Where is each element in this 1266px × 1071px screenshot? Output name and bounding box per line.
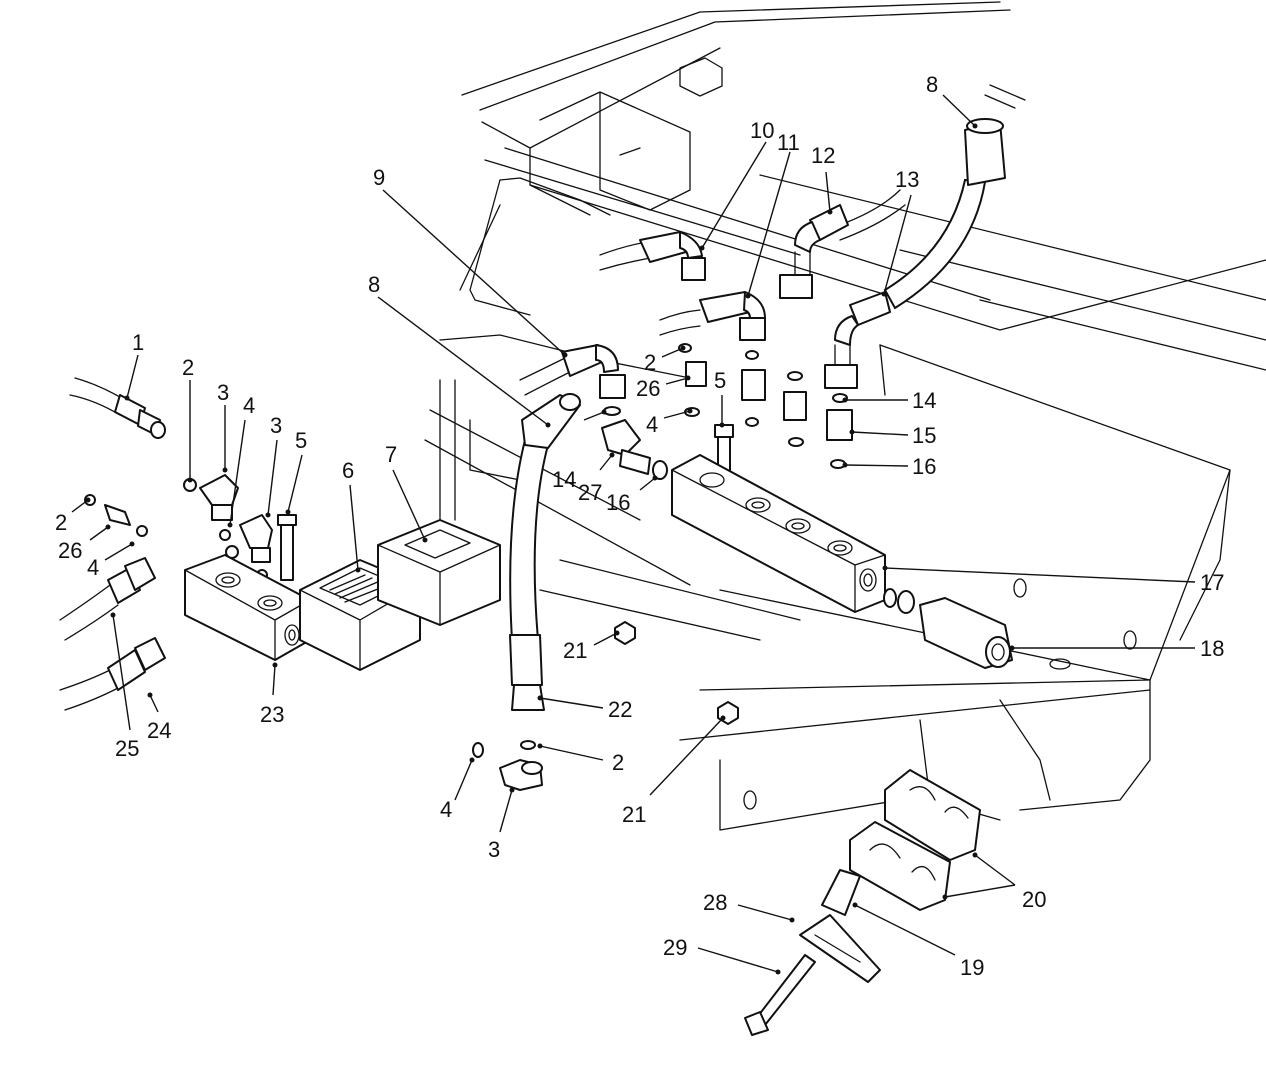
callout-12: 12 [811,143,835,168]
callout-13: 13 [895,167,919,192]
callout-4b: 4 [646,412,658,437]
callout-3c: 3 [488,837,500,862]
right-manifold-assembly [639,118,1013,669]
callout-26b: 26 [58,538,82,563]
callout-2b: 2 [644,350,656,375]
callout-3b: 3 [270,413,282,438]
callout-9: 9 [373,165,385,190]
callout-4: 4 [243,393,255,418]
callout-6: 6 [342,458,354,483]
callout-21: 21 [563,638,587,663]
callout-7: 7 [385,442,397,467]
callout-2c: 2 [55,510,67,535]
callout-1: 1 [132,330,144,355]
center-hose-assembly [472,344,739,791]
callout-25: 25 [115,736,139,761]
callout-labels: 1 2 3 4 3 5 6 7 8 9 10 11 12 [55,72,1224,980]
callout-8b: 8 [926,72,938,97]
callout-26: 26 [636,376,660,401]
callout-28: 28 [703,890,727,915]
callout-19: 19 [960,955,984,980]
callout-22: 22 [608,697,632,722]
callout-16: 16 [606,490,630,515]
callout-27: 27 [578,480,602,505]
callout-3: 3 [217,380,229,405]
callout-4c: 4 [87,555,99,580]
callout-18: 18 [1200,636,1224,661]
callout-10: 10 [750,118,774,143]
callout-17: 17 [1200,570,1224,595]
callout-20: 20 [1022,887,1046,912]
callout-8: 8 [368,272,380,297]
callout-16b: 16 [912,454,936,479]
callout-14b: 14 [912,388,936,413]
callout-14: 14 [552,467,576,492]
callout-29: 29 [663,935,687,960]
callout-21b: 21 [622,802,646,827]
callout-5b: 5 [714,368,726,393]
left-hose-assembly [59,377,501,711]
callout-2d: 2 [612,750,624,775]
callout-5: 5 [295,428,307,453]
callout-15: 15 [912,423,936,448]
callout-23: 23 [260,702,284,727]
callout-4d: 4 [440,797,452,822]
clamp-assembly [744,769,981,1036]
callout-2: 2 [182,355,194,380]
callout-11: 11 [777,130,800,155]
chassis-frame [424,1,1266,831]
callout-24: 24 [147,718,171,743]
